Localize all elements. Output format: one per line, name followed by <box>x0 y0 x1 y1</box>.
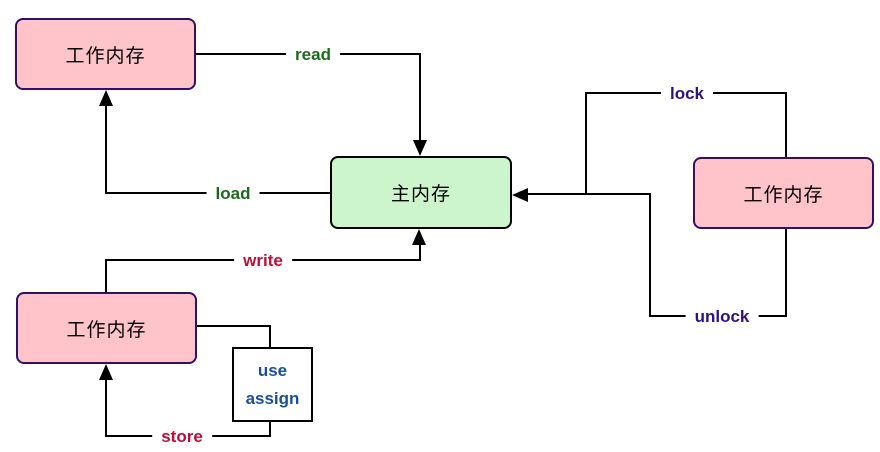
use-assign-connector-horizontal <box>197 325 271 327</box>
store-line-vertical-right <box>269 422 271 437</box>
arrowhead-into-main-memory-top <box>413 140 427 156</box>
node-label: 主内存 <box>390 184 451 205</box>
use-assign-connector-vertical <box>269 325 271 348</box>
store-line-vertical-left <box>105 378 107 437</box>
node-label: 工作内存 <box>66 319 147 341</box>
node-label: 工作内存 <box>743 184 824 206</box>
assign-label: assign <box>245 388 300 408</box>
write-line-vertical-left <box>105 259 107 293</box>
lock-line-vertical-left <box>585 92 587 195</box>
node-working-memory-right: 工作内存 <box>693 157 874 229</box>
unlock-line-vertical-left <box>649 193 651 317</box>
arrowhead-into-working-memory-top-left <box>99 90 113 106</box>
arrowhead-into-main-memory-bottom <box>412 229 426 245</box>
node-working-memory-top-left: 工作内存 <box>15 18 196 90</box>
use-label: use <box>257 361 288 381</box>
edge-label-unlock: unlock <box>685 306 759 328</box>
edge-label-write: write <box>234 250 292 272</box>
edge-label-read: read <box>286 44 340 66</box>
lock-line-vertical-right <box>785 92 787 158</box>
node-main-memory: 主内存 <box>330 156 512 229</box>
node-working-memory-bottom-left: 工作内存 <box>16 292 197 364</box>
edge-label-store: store <box>152 426 212 448</box>
unlock-line-vertical-right <box>785 228 787 317</box>
main-memory-right-arrow-line <box>524 193 651 195</box>
node-use-assign: use assign <box>232 347 313 422</box>
node-label: 工作内存 <box>65 45 146 67</box>
edge-label-lock: lock <box>660 83 714 105</box>
read-line-vertical <box>419 53 421 143</box>
write-line-vertical-right <box>419 243 421 261</box>
edge-label-load: load <box>206 183 260 205</box>
arrowhead-into-main-memory-right <box>512 188 528 202</box>
arrowhead-into-working-memory-bottom-left <box>99 364 113 380</box>
load-line-vertical <box>105 102 107 194</box>
